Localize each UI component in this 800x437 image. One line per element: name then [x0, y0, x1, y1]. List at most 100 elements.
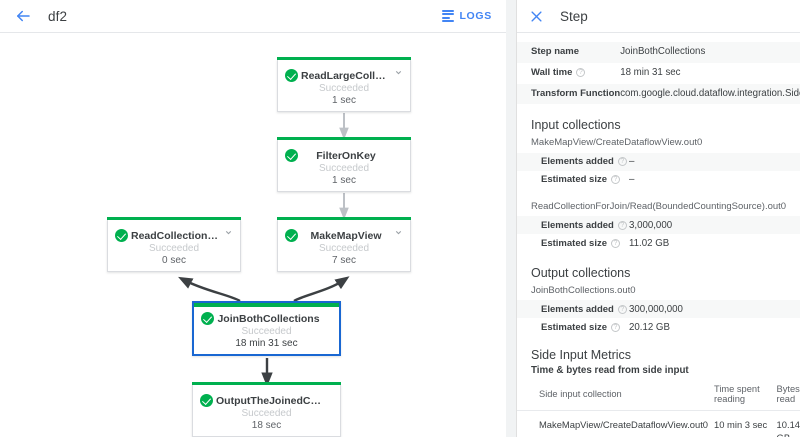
node-name: OutputTheJoinedCollec...: [216, 394, 324, 407]
row-key-label: Estimated size: [541, 237, 607, 249]
check-circle-icon: [285, 149, 298, 162]
output-collections-title: Output collections: [531, 266, 631, 281]
row-key-label: Elements added: [541, 303, 614, 315]
node-name: JoinBothCollections: [217, 312, 320, 325]
job-graph-canvas[interactable]: ReadLargeCollectionFr... Succeeded 1 sec…: [0, 33, 506, 437]
logs-button[interactable]: LOGS: [442, 9, 492, 23]
row-key: Elements added?: [517, 300, 629, 318]
help-icon[interactable]: ?: [617, 157, 627, 167]
logs-list-icon: [442, 9, 455, 23]
chevron-down-icon[interactable]: [394, 68, 404, 77]
panel-body: Step name JoinBothCollections Wall time?…: [517, 33, 800, 437]
chevron-down-icon[interactable]: [394, 228, 404, 237]
node-time: 7 sec: [332, 255, 356, 266]
column-header-side-input-collection: Side input collection: [517, 381, 715, 412]
node-status: Succeeded: [318, 163, 370, 174]
back-arrow-icon[interactable]: [12, 5, 34, 27]
node-header: JoinBothCollections: [194, 303, 339, 325]
node-status: Succeeded: [241, 326, 292, 337]
row-key: Step name: [531, 46, 580, 57]
node-header: ReadLargeCollectionFr...: [278, 63, 410, 82]
row-key-label: Elements added: [541, 219, 614, 231]
node-time: 0 sec: [162, 255, 186, 266]
node-name: ReadLargeCollectionFr...: [301, 69, 394, 82]
graph-node-filter-on-key[interactable]: FilterOnKey Succeeded 1 sec: [277, 137, 411, 192]
step-summary-table: Step name JoinBothCollections Wall time?…: [517, 42, 800, 105]
panel-title: Step: [560, 8, 588, 24]
side-input-metrics-subtitle: Time & bytes read from side input: [531, 365, 689, 377]
node-status: Succeeded: [241, 408, 292, 419]
cell-side-input-collection: MakeMapView/CreateDataflowView.out0: [517, 410, 715, 437]
collection-name: ReadCollectionForJoin/Read(BoundedCounti…: [531, 200, 787, 212]
chevron-down-icon[interactable]: [224, 228, 234, 237]
logs-button-label: LOGS: [459, 10, 492, 22]
row-key: Transform Function: [531, 87, 621, 99]
row-key: Estimated size?: [517, 171, 629, 189]
graph-node-read-collection-for-join[interactable]: ReadCollectionForJoin Succeeded 0 sec: [107, 217, 241, 272]
row-value: 300,000,000: [629, 303, 683, 315]
graph-edges: [178, 113, 350, 387]
job-name: df2: [48, 8, 68, 24]
check-circle-icon: [201, 312, 214, 325]
node-name: FilterOnKey: [316, 149, 376, 162]
table-row: Wall time? 18 min 31 sec: [517, 63, 800, 84]
node-time: 18 sec: [251, 420, 282, 431]
help-icon[interactable]: ?: [576, 67, 586, 77]
node-header: MakeMapView: [278, 223, 410, 242]
side-input-metrics-table: Side input collection Time spent reading…: [517, 381, 800, 437]
node-status: Succeeded: [318, 83, 370, 94]
collection-name: JoinBothCollections.out0: [531, 285, 636, 297]
side-input-metrics-title: Side Input Metrics: [531, 348, 632, 363]
table-row: Estimated size? 11.02 GB: [517, 234, 800, 252]
panel-header: Step: [517, 0, 800, 33]
graph-node-output-the-joined-collection[interactable]: OutputTheJoinedCollec... Succeeded 18 se…: [192, 382, 341, 437]
graph-node-join-both-collections[interactable]: JoinBothCollections Succeeded 18 min 31 …: [192, 301, 341, 356]
help-icon[interactable]: ?: [617, 220, 627, 230]
output-collection-metrics-0: Elements added? 300,000,000 Estimated si…: [517, 300, 800, 336]
node-name: MakeMapView: [310, 229, 382, 242]
table-row: Step name JoinBothCollections: [517, 42, 800, 63]
row-key: Elements added?: [517, 216, 629, 234]
row-key-label: Wall time: [531, 66, 573, 78]
node-status-bar: [107, 217, 241, 220]
row-key: Estimated size?: [517, 234, 629, 252]
node-status-bar: [277, 217, 411, 220]
row-value: –: [629, 156, 635, 168]
help-icon[interactable]: ?: [611, 322, 620, 332]
graph-node-make-map-view[interactable]: MakeMapView Succeeded 7 sec: [277, 217, 411, 272]
panel-resize-divider[interactable]: [506, 0, 517, 437]
table-row: MakeMapView/CreateDataflowView.out0 10 m…: [517, 410, 800, 437]
node-time: 1 sec: [332, 95, 356, 106]
input-collection-metrics-1: Elements added? 3,000,000 Estimated size…: [517, 216, 800, 252]
help-icon[interactable]: ?: [617, 304, 627, 314]
input-collections-title: Input collections: [531, 118, 621, 133]
column-header-bytes-read: Bytes read: [776, 381, 800, 412]
cell-bytes-read: 10.14 GB: [776, 410, 800, 437]
node-header: ReadCollectionForJoin: [108, 223, 240, 242]
column-header-time-spent-reading: Time spent reading: [714, 381, 777, 412]
node-status-bar: [192, 382, 341, 385]
help-icon[interactable]: ?: [611, 238, 620, 248]
node-status: Succeeded: [318, 243, 370, 254]
top-bar: df2 LOGS: [0, 0, 506, 33]
node-name: ReadCollectionForJoin: [131, 229, 224, 242]
row-value: com.google.cloud.dataflow.integration.Si…: [620, 87, 800, 99]
node-header: FilterOnKey: [278, 143, 410, 162]
row-value: 18 min 31 sec: [620, 66, 681, 78]
check-circle-icon: [200, 394, 213, 407]
graph-node-read-large-collection[interactable]: ReadLargeCollectionFr... Succeeded 1 sec: [277, 57, 411, 112]
table-row: Elements added? 300,000,000: [517, 300, 800, 319]
close-x-icon[interactable]: [526, 6, 546, 26]
table-header-row: Side input collection Time spent reading…: [517, 381, 800, 412]
row-value: –: [629, 174, 635, 186]
row-key: Wall time?: [517, 63, 620, 84]
cell-time-spent-reading: 10 min 3 sec: [714, 410, 777, 437]
check-circle-icon: [285, 229, 298, 242]
node-header: OutputTheJoinedCollec...: [193, 388, 340, 407]
row-key-label: Estimated size: [541, 321, 607, 333]
table-row: Estimated size? –: [517, 171, 800, 189]
help-icon[interactable]: ?: [611, 175, 620, 185]
check-circle-icon: [285, 69, 298, 82]
row-key-label: Estimated size: [541, 174, 607, 186]
